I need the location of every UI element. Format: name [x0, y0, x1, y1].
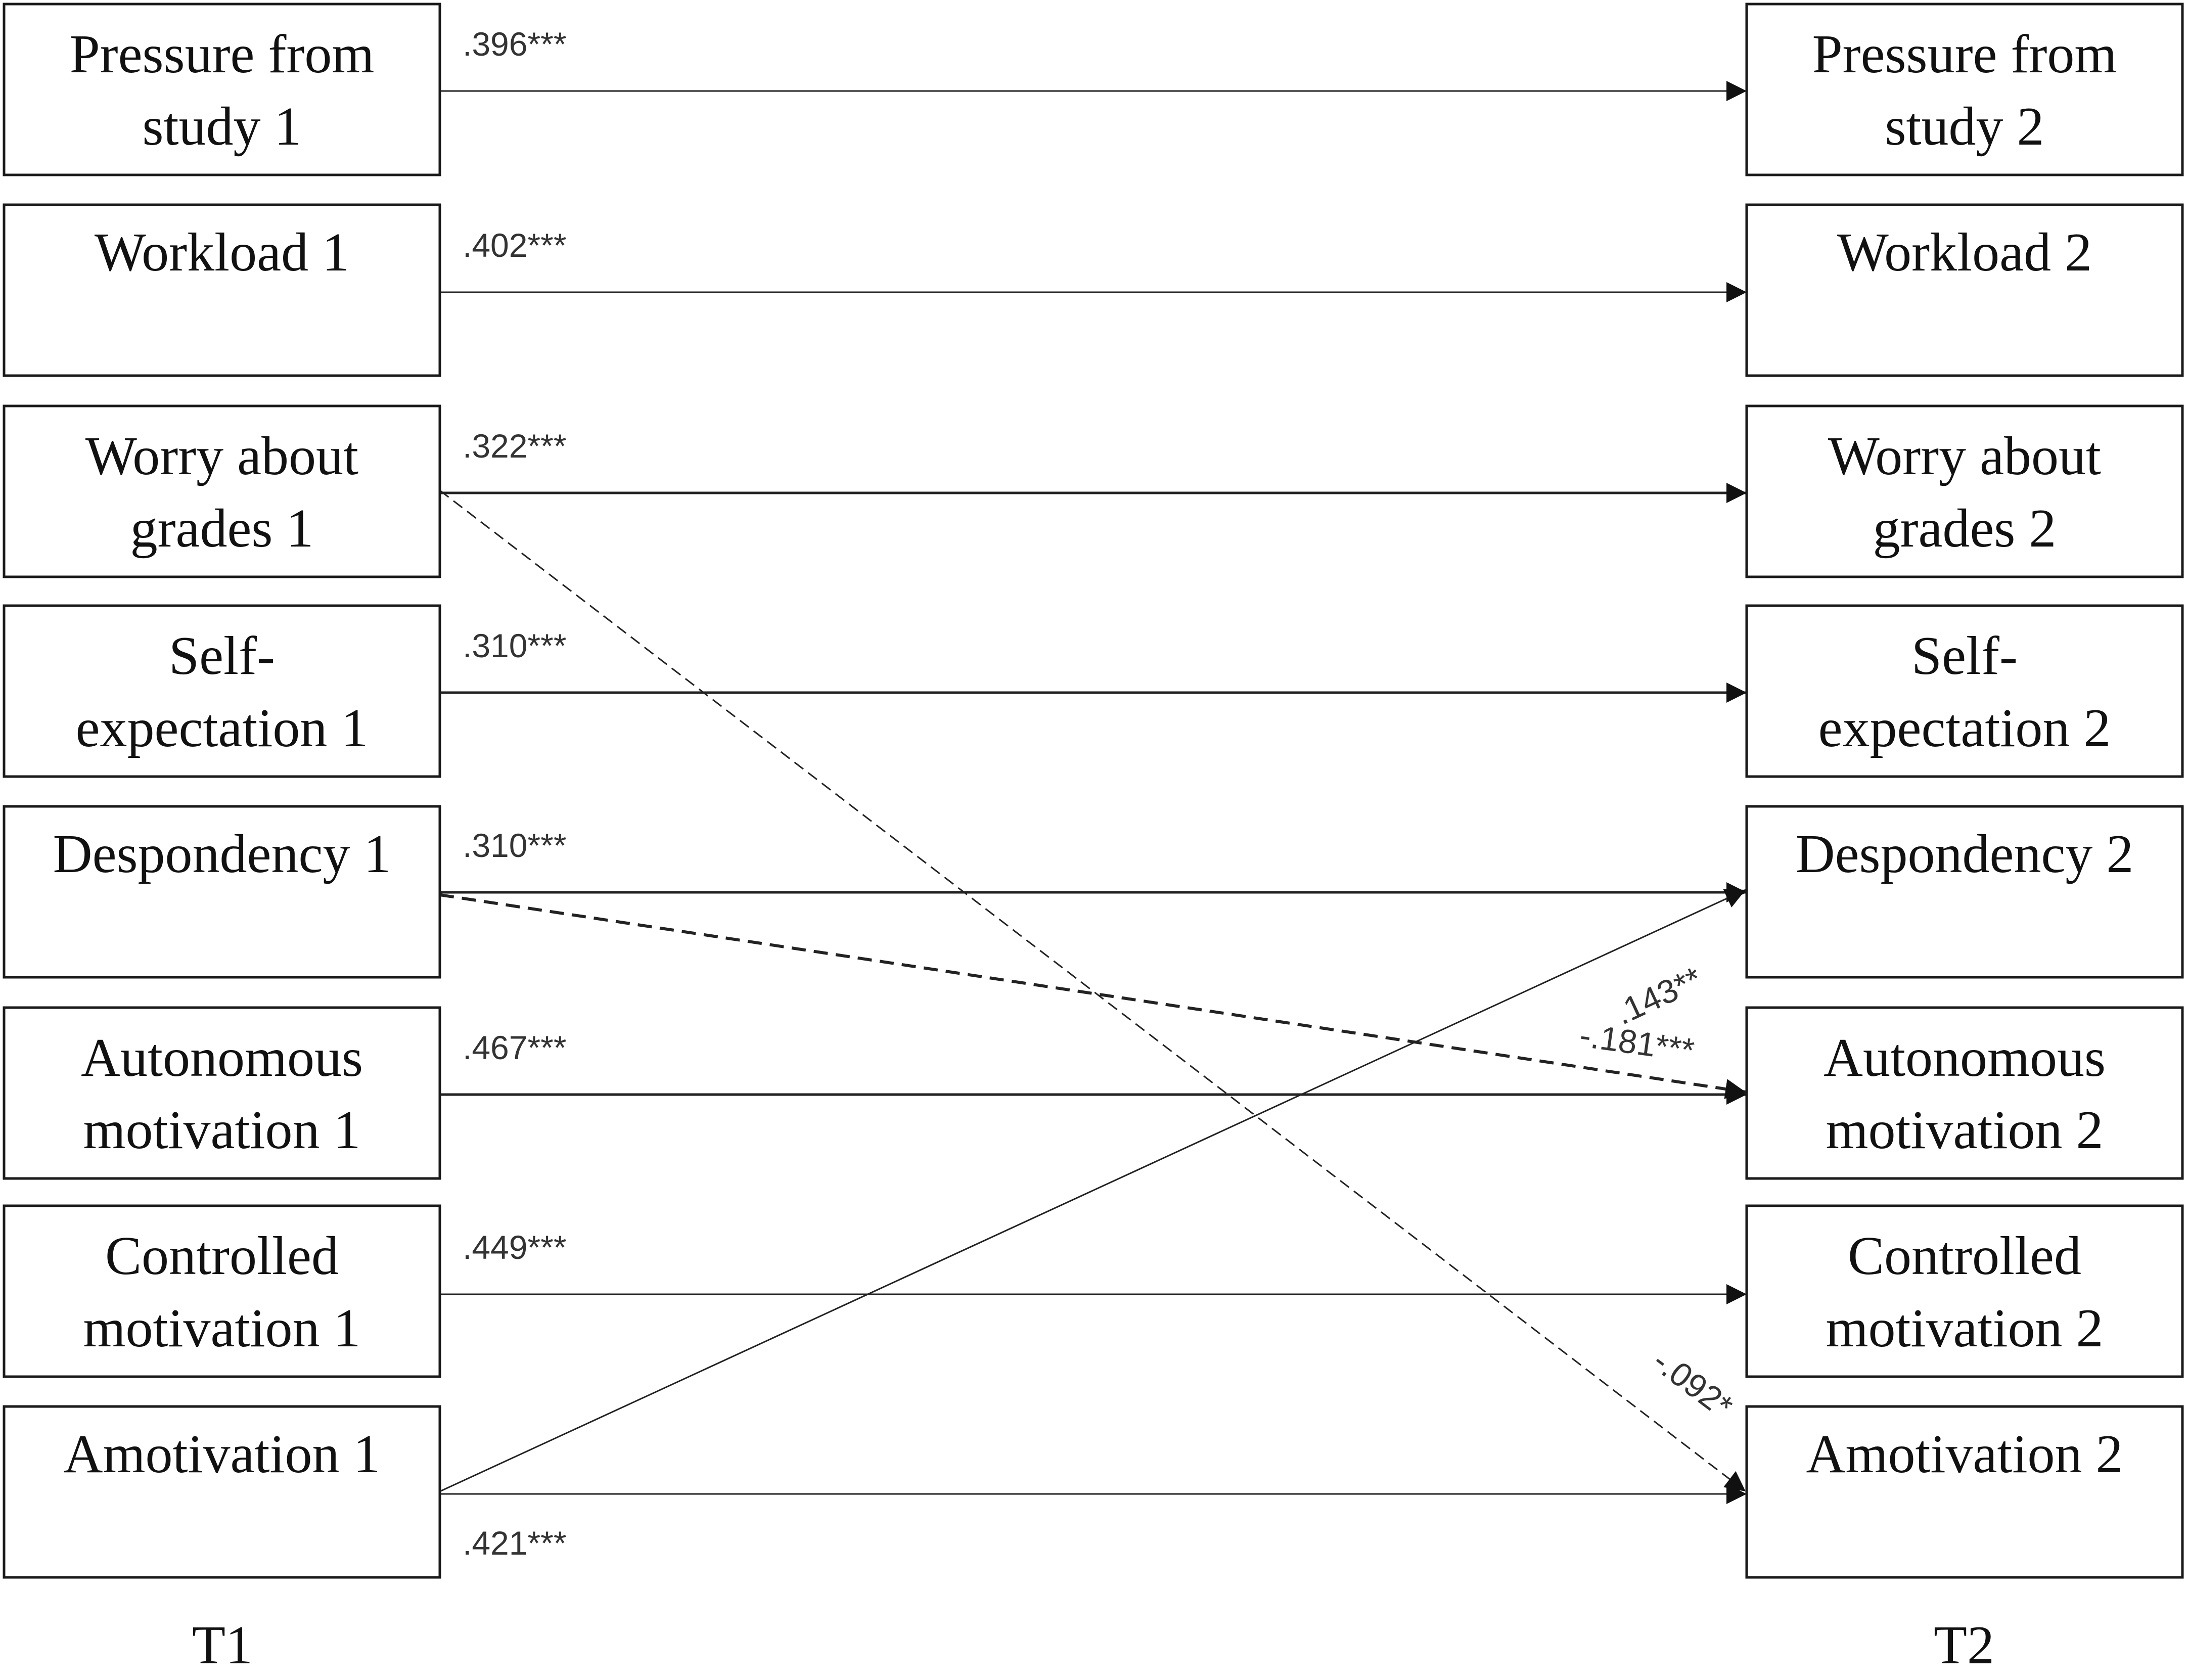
node-label-line: Autonomous — [81, 1028, 363, 1088]
node-label-line: study 1 — [142, 97, 301, 157]
path-coefficient-amotivation: .421*** — [463, 1524, 567, 1562]
boxes-layer: Pressure from study 1 Pressure from study 2… — [3, 3, 2184, 1579]
node-label-line: study 2 — [1885, 97, 2044, 157]
node-amotivation-t2: Amotivation 2 — [1745, 1405, 2184, 1579]
node-label-line: Despondency 2 — [1796, 824, 2134, 884]
node-box — [3, 805, 441, 979]
node-label-line: Self- — [169, 626, 275, 686]
node-box — [1745, 1204, 2184, 1378]
node-box — [1745, 404, 2184, 578]
node-box — [3, 1006, 441, 1180]
path-coefficient-selfexp: .310*** — [463, 627, 567, 664]
node-label-line: Workload 2 — [1837, 222, 2092, 283]
node-controlled-t1: Controlled motivation 1 — [3, 1204, 441, 1378]
node-box — [3, 604, 441, 778]
path-coefficient-worry: .322*** — [463, 427, 567, 465]
node-label-line: Worry about — [1828, 426, 2101, 486]
node-box — [3, 1204, 441, 1378]
node-label-line: motivation 2 — [1826, 1298, 2104, 1358]
edges-layer — [439, 81, 1747, 1504]
path-coefficient-despondency: .310*** — [463, 827, 567, 864]
node-worry-t2: Worry about grades 2 — [1745, 404, 2184, 578]
node-box — [1745, 1006, 2184, 1180]
node-box — [3, 3, 441, 176]
node-label-line: Controlled — [1848, 1226, 2081, 1286]
t1-time-label: T1 — [192, 1615, 253, 1675]
node-label-line: Worry about — [85, 426, 358, 486]
node-pressure-t1: Pressure from study 1 — [3, 3, 441, 176]
node-label-line: Autonomous — [1824, 1028, 2106, 1088]
node-label-line: Despondency 1 — [53, 824, 391, 884]
node-selfexp-t1: Self-expectation 1 — [3, 604, 441, 778]
node-selfexp-t2: Self-expectation 2 — [1745, 604, 2184, 778]
path-coefficient-autonomous: .467*** — [463, 1029, 567, 1066]
node-label-line: motivation 2 — [1826, 1100, 2104, 1160]
cross-path-amotivation-to-despondency — [439, 889, 1746, 1492]
node-autonomous-t2: Autonomous motivation 2 — [1745, 1006, 2184, 1180]
node-autonomous-t1: Autonomous motivation 1 — [3, 1006, 441, 1180]
node-label-line: motivation 1 — [83, 1298, 361, 1358]
node-label-line: expectation 2 — [1818, 698, 2111, 758]
cross-path-worry-to-amotivation — [439, 489, 1746, 1492]
node-controlled-t2: Controlled motivation 2 — [1745, 1204, 2184, 1378]
node-box — [3, 203, 441, 377]
node-label-line: grades 2 — [1873, 498, 2057, 559]
cross-path-despondency-to-autonomous — [439, 893, 1746, 1099]
node-despondency-t1: Despondency 1 — [3, 805, 441, 979]
cross-path-coefficient-amotivation-to-despondency: .143** — [1609, 960, 1707, 1032]
path-coefficient-controlled: .449*** — [463, 1229, 567, 1266]
path-coefficient-pressure: .396*** — [463, 25, 567, 63]
node-label-line: expectation 1 — [76, 698, 369, 758]
node-box — [3, 404, 441, 578]
node-label-line: Amotivation 1 — [64, 1424, 381, 1484]
node-amotivation-t1: Amotivation 1 — [3, 1405, 441, 1579]
node-label-line: Workload 1 — [95, 222, 349, 283]
path-coefficient-workload: .402*** — [463, 226, 567, 264]
node-label-line: Self- — [1911, 626, 2018, 686]
node-worry-t1: Worry about grades 1 — [3, 404, 441, 578]
node-label-line: Pressure from — [1812, 24, 2117, 84]
cross-path-coefficient-worry-to-amotivation: -.092* — [1646, 1342, 1740, 1425]
node-box — [1745, 805, 2184, 979]
node-workload-t2: Workload 2 — [1745, 203, 2184, 377]
node-label-line: Amotivation 2 — [1806, 1424, 2123, 1484]
node-box — [3, 1405, 441, 1579]
node-label-line: motivation 1 — [83, 1100, 361, 1160]
node-box — [1745, 203, 2184, 377]
node-despondency-t2: Despondency 2 — [1745, 805, 2184, 979]
node-label-line: Pressure from — [70, 24, 375, 84]
node-label-line: Controlled — [105, 1226, 339, 1286]
node-box — [1745, 1405, 2184, 1579]
t2-time-label: T2 — [1934, 1615, 1994, 1675]
node-pressure-t2: Pressure from study 2 — [1745, 3, 2184, 176]
labels-layer: .396*** .402*** .322*** .310*** .310*** .467*… — [463, 25, 1740, 1562]
node-workload-t1: Workload 1 — [3, 203, 441, 377]
node-box — [1745, 604, 2184, 778]
node-box — [1745, 3, 2184, 176]
node-label-line: grades 1 — [130, 498, 314, 559]
